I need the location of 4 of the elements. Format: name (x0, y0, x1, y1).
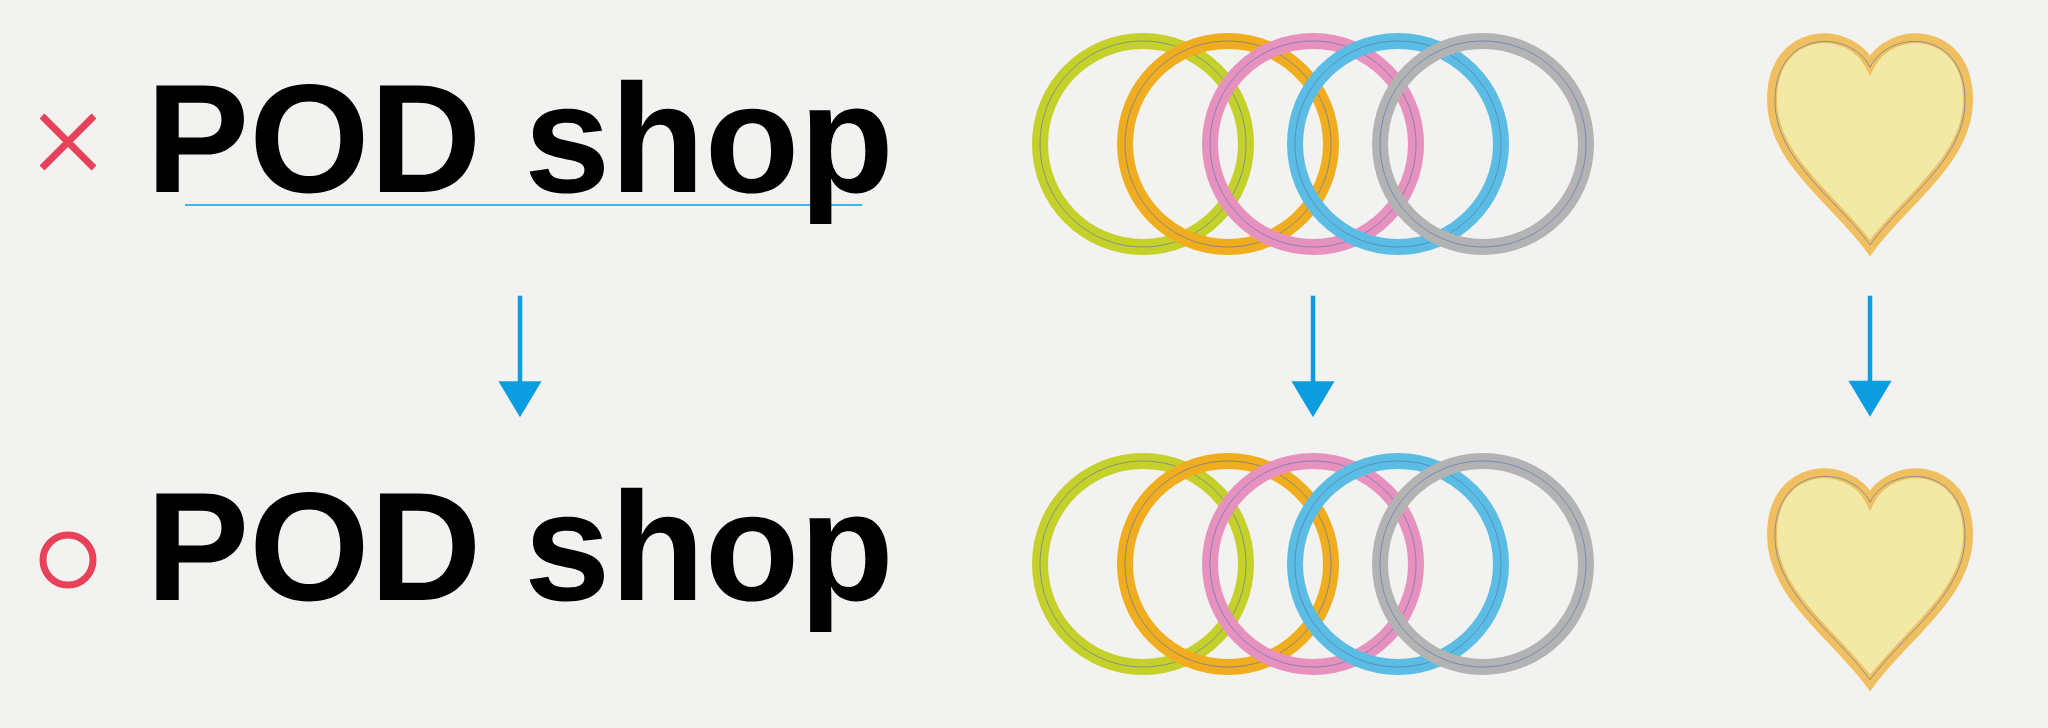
rings-drawing (1032, 453, 1594, 675)
rings-drawing (1032, 33, 1594, 255)
title-text: POD shop (156, 487, 888, 633)
title-text: POD shop (156, 79, 888, 225)
